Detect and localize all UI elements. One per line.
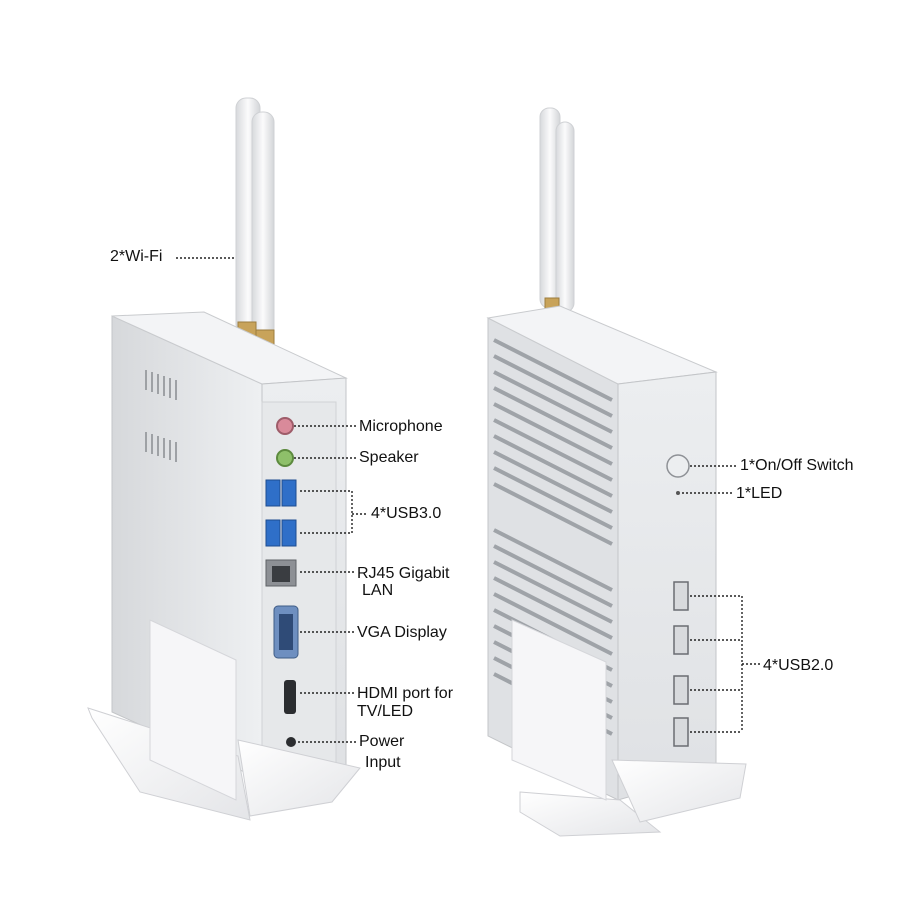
vga-label: VGA Display: [357, 624, 447, 641]
microphone-label: Microphone: [359, 418, 443, 435]
rj45-port-icon: [265, 559, 297, 587]
led-label: 1*LED: [736, 485, 783, 502]
leader-lines: [176, 257, 760, 743]
usb2-ports-icon: [673, 581, 689, 747]
wifi-label: 2*Wi-Fi: [110, 248, 163, 265]
microphone-jack-icon: [276, 417, 294, 435]
vga-port-icon: [273, 605, 299, 659]
led-icon: [676, 491, 680, 495]
left-stand: [87, 619, 361, 821]
right-unit: [486, 107, 747, 837]
power-label-line2: Input: [365, 754, 401, 771]
rj45-label-line1: RJ45 Gigabit: [357, 565, 450, 582]
hdmi-port-icon: [284, 680, 296, 714]
power-label-line1: Power: [359, 733, 405, 750]
speaker-label: Speaker: [359, 449, 419, 466]
power-input-icon: [286, 737, 296, 747]
hdmi-label-line2: TV/LED: [357, 703, 414, 720]
left-unit: [87, 97, 361, 821]
usb3-ports-icon: [265, 479, 297, 547]
speaker-jack-icon: [276, 449, 294, 467]
rj45-label-line2: LAN: [362, 582, 394, 599]
usb2-label: 4*USB2.0: [763, 657, 834, 674]
switch-label: 1*On/Off Switch: [740, 457, 854, 474]
usb3-label: 4*USB3.0: [371, 505, 442, 522]
power-switch-icon: [666, 454, 690, 478]
right-stand: [511, 619, 747, 837]
hdmi-label-line1: HDMI port for: [357, 685, 454, 702]
right-antennas: [539, 107, 575, 323]
wifi-antennas: [235, 97, 275, 361]
